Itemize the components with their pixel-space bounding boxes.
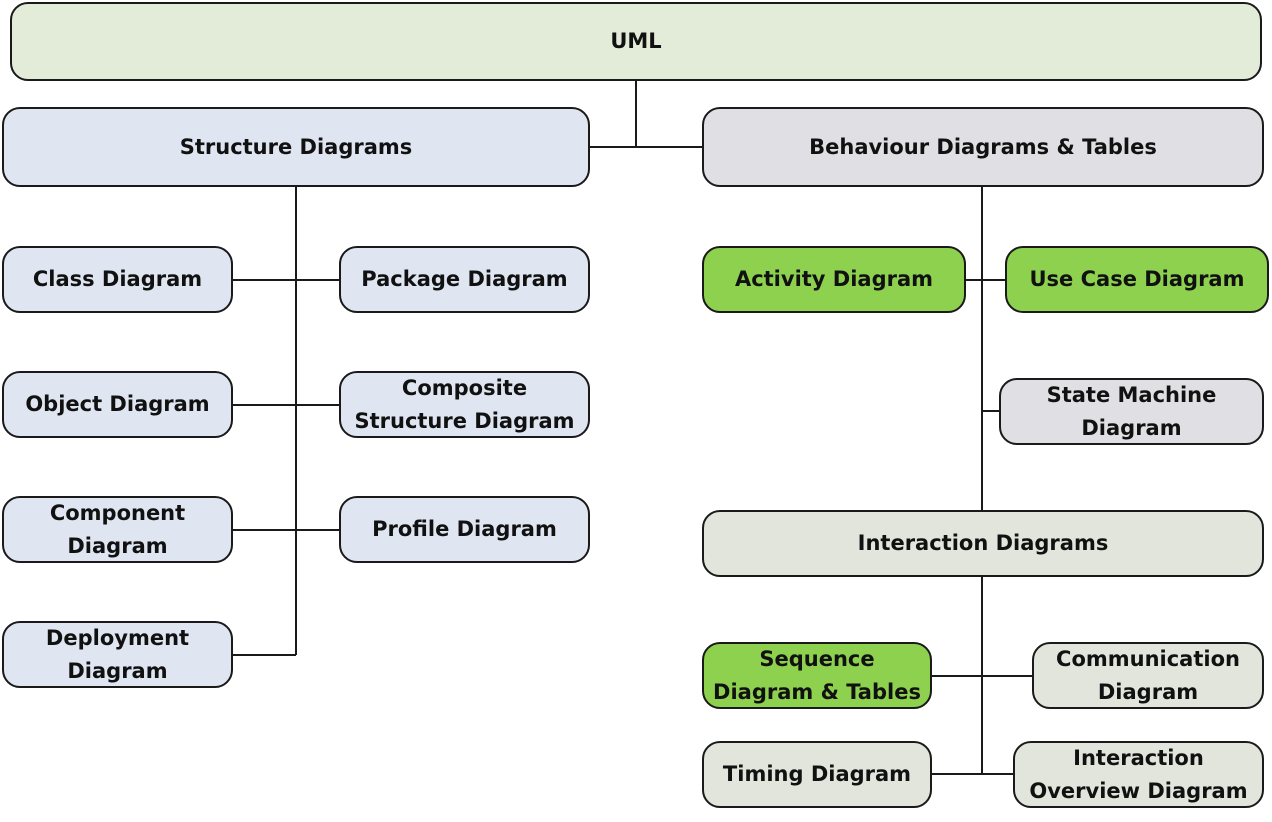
object-diagram-label: Object Diagram: [25, 392, 210, 417]
behaviour-diagrams-node: Behaviour Diagrams & Tables: [702, 107, 1264, 187]
component-diagram-node: Component Diagram: [2, 496, 233, 563]
communication-diagram-node: Communication Diagram: [1032, 642, 1264, 709]
composite-structure-diagram-node: Composite Structure Diagram: [339, 371, 590, 438]
timing-diagram-node: Timing Diagram: [702, 741, 932, 808]
package-diagram-label: Package Diagram: [361, 267, 568, 292]
communication-diagram-label: Communication Diagram: [1056, 646, 1240, 704]
component-diagram-label: Component Diagram: [49, 500, 186, 558]
activity-diagram-node: Activity Diagram: [702, 246, 966, 313]
object-diagram-node: Object Diagram: [2, 371, 233, 438]
package-diagram-node: Package Diagram: [339, 246, 590, 313]
sequence-diagram-label: Sequence Diagram & Tables: [713, 646, 921, 704]
uml-label: UML: [610, 29, 662, 54]
class-diagram-label: Class Diagram: [32, 267, 203, 292]
behaviour-diagrams-label: Behaviour Diagrams & Tables: [809, 134, 1157, 159]
composite-structure-diagram-label: Composite Structure Diagram: [354, 375, 575, 433]
structure-diagrams-node: Structure Diagrams: [2, 107, 590, 187]
interaction-overview-diagram-label: Interaction Overview Diagram: [1029, 745, 1248, 803]
uml-node: UML: [10, 2, 1262, 81]
activity-diagram-label: Activity Diagram: [734, 267, 934, 292]
interaction-overview-diagram-node: Interaction Overview Diagram: [1013, 741, 1264, 808]
class-diagram-node: Class Diagram: [2, 246, 233, 313]
profile-diagram-label: Profile Diagram: [372, 517, 557, 542]
timing-diagram-label: Timing Diagram: [722, 762, 912, 787]
deployment-diagram-label: Deployment Diagram: [45, 625, 190, 683]
interaction-diagrams-label: Interaction Diagrams: [857, 531, 1109, 556]
sequence-diagram-node: Sequence Diagram & Tables: [702, 642, 932, 709]
structure-diagrams-label: Structure Diagrams: [179, 134, 413, 159]
use-case-diagram-node: Use Case Diagram: [1005, 246, 1269, 313]
profile-diagram-node: Profile Diagram: [339, 496, 590, 563]
deployment-diagram-node: Deployment Diagram: [2, 621, 233, 688]
interaction-diagrams-node: Interaction Diagrams: [702, 510, 1264, 577]
use-case-diagram-label: Use Case Diagram: [1029, 267, 1245, 292]
state-machine-diagram-label: State Machine Diagram: [1046, 382, 1217, 440]
state-machine-diagram-node: State Machine Diagram: [999, 378, 1264, 445]
